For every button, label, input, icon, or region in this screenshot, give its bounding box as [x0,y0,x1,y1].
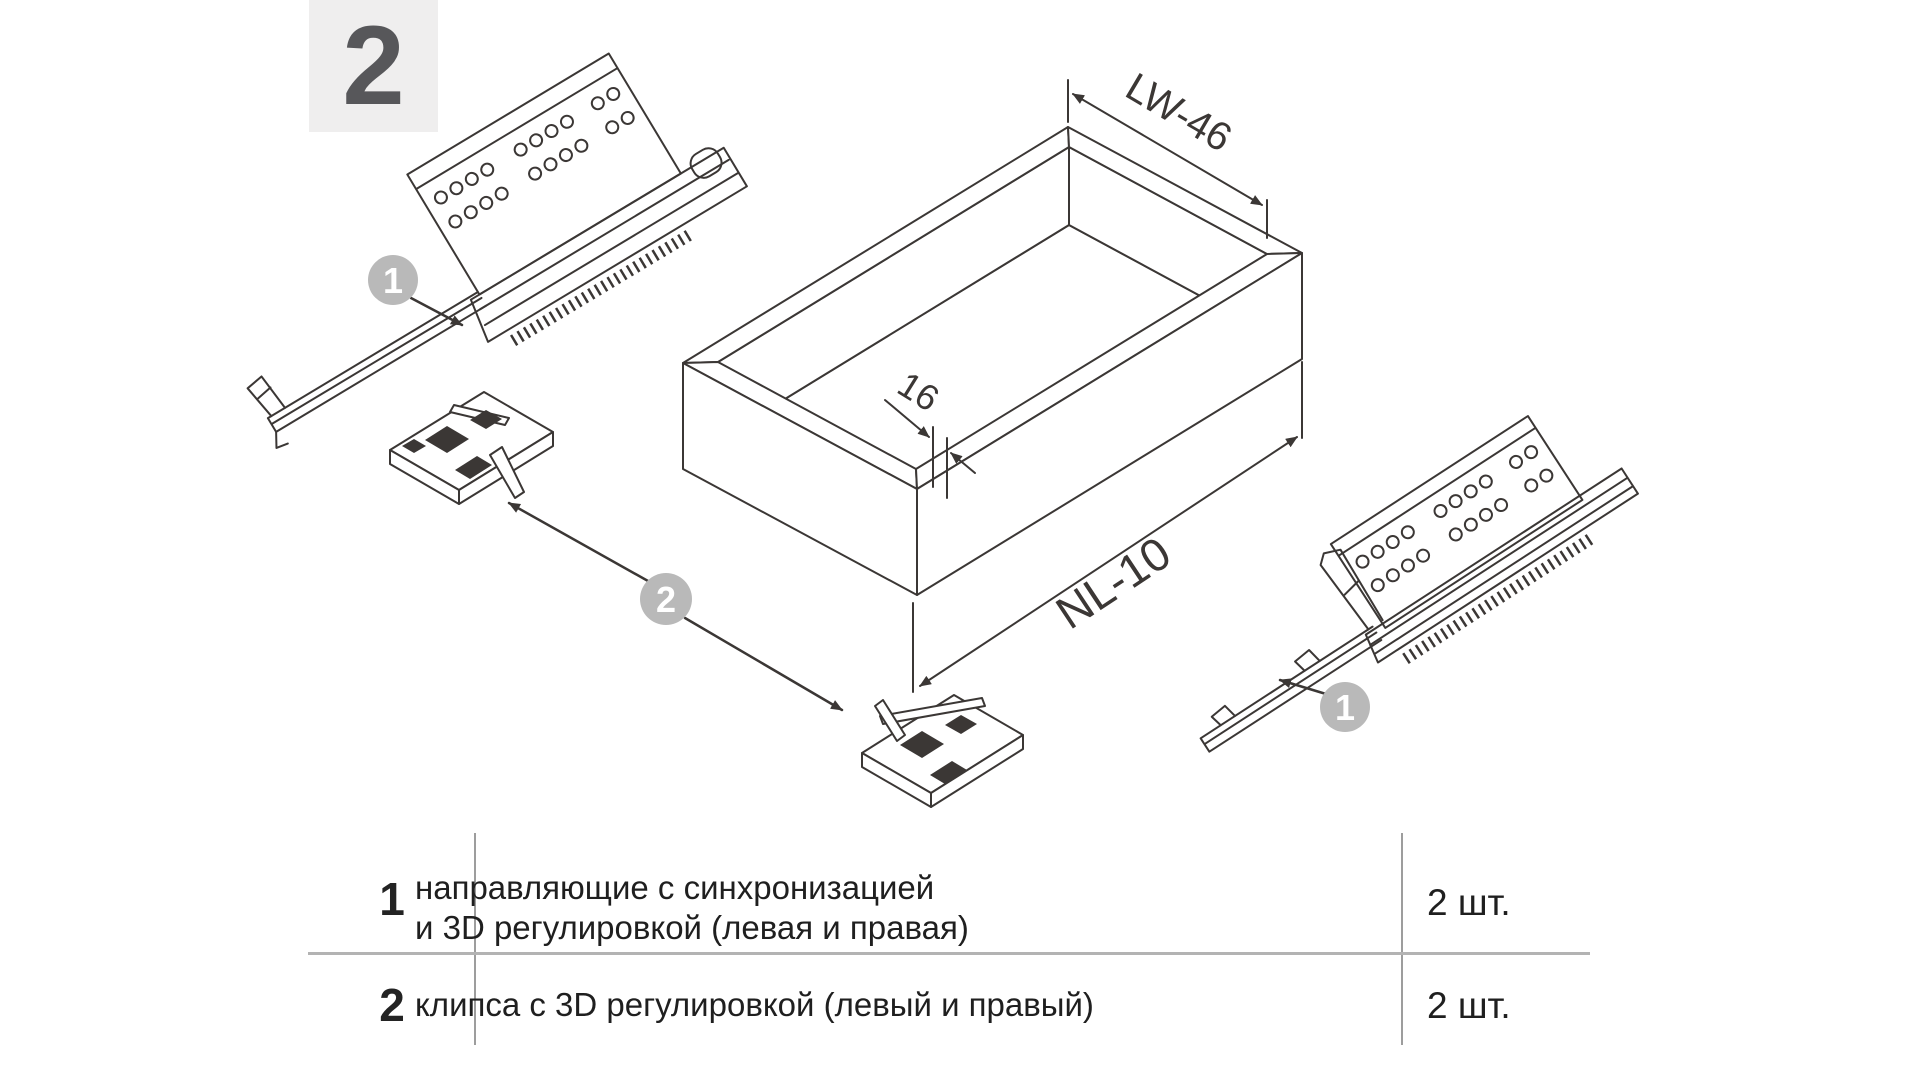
slide-right-drawing [1199,415,1639,753]
step-number-badge: 2 [309,0,438,132]
clip-left-drawing [389,391,554,505]
slide-left-holes-icon [433,86,635,229]
dimension-nl [912,361,1303,693]
drawer-box-drawing [682,126,1303,596]
dimension-lw [1067,79,1268,239]
step-number: 2 [342,3,405,128]
slide-right-rack-icon [1402,531,1598,664]
slide-left-hook-icon [246,375,289,449]
slide-right-holes-icon [1355,445,1554,593]
slide-left-drawing [246,52,748,449]
callout-arrow-slide-left [409,296,464,327]
slide-right-tab-icon [1294,649,1321,672]
slide-left-rack-icon [509,227,697,346]
callout-badge-slide-left: 1 [368,255,418,305]
callout-badge-slide-right: 1 [1320,682,1370,732]
slide-right-tab-icon [1210,704,1237,727]
callout-arrow-slide-right [1278,678,1328,696]
svg-text:1: 1 [1335,687,1355,728]
callout-badge-clip: 2 [640,573,692,625]
dimension-label-lw: LW-46 [1118,65,1239,161]
clip-right-drawing [861,694,1024,808]
svg-text:2: 2 [656,579,676,620]
dimension-label-nl: NL-10 [1047,526,1180,639]
callout-arrow-clip-right [683,616,844,712]
callout-arrow-clip-left [507,501,650,583]
svg-text:1: 1 [383,260,403,301]
